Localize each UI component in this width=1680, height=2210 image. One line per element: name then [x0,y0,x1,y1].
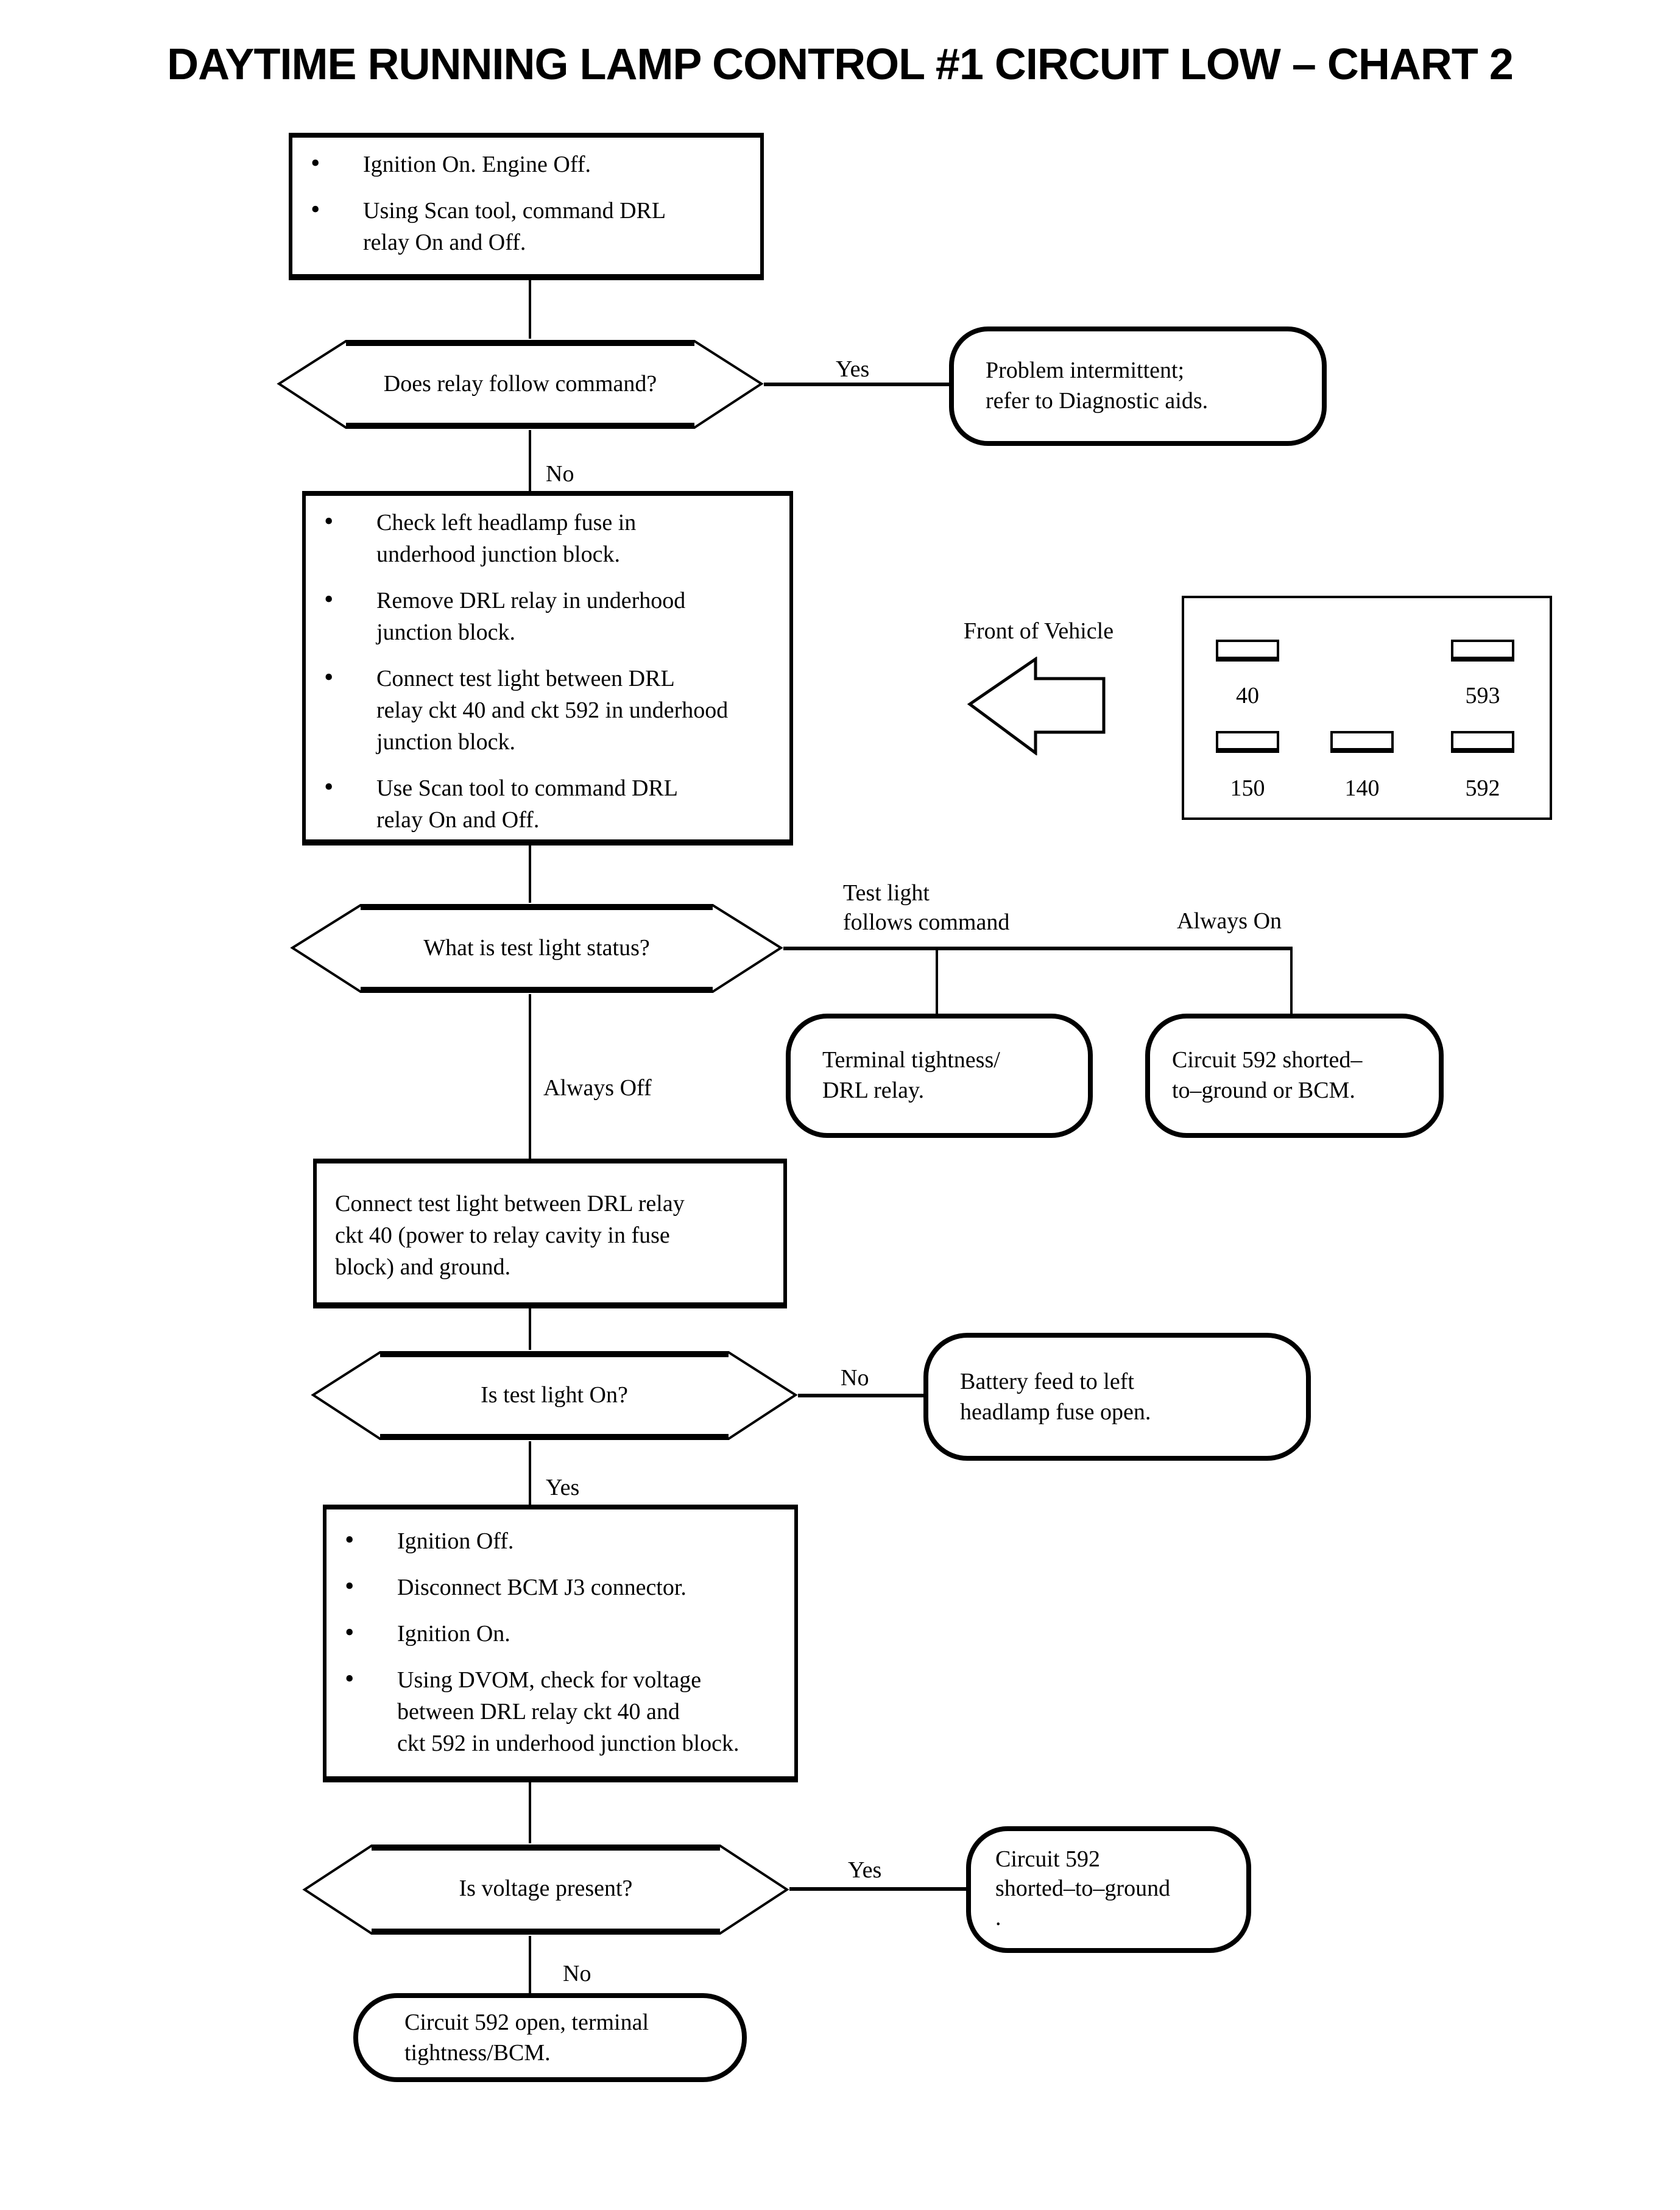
branch-label-yes: Yes [836,357,870,383]
decision-question: Is voltage present? [459,1876,633,1902]
step4-bullet: Using DVOM, check for voltage between DR… [326,1663,785,1760]
step4-bullet: Ignition On. [326,1617,785,1651]
hexagon-shape [302,1845,789,1935]
connector-line [529,280,531,339]
relay-cavity-40 [1216,640,1279,662]
step4-box: Ignition Off. Disconnect BCM J3 connecto… [323,1505,798,1782]
step1-bullet: Using Scan tool, command DRL relay On an… [292,194,750,259]
connector-line [798,1394,923,1397]
hexagon-shape [277,340,764,429]
step1-list: Ignition On. Engine Off. Using Scan tool… [292,138,760,259]
terminal-problem-intermittent: Problem intermittent; refer to Diagnosti… [949,327,1327,446]
terminal-ckt592-open: Circuit 592 open, terminal tightness/BCM… [353,1993,747,2082]
connector-line [789,1887,966,1891]
step2-bullet: Check left headlamp fuse in underhood ju… [306,506,780,571]
step3-box: Connect test light between DRL relay ckt… [313,1159,787,1308]
terminal-text: Battery feed to left headlamp fuse open. [960,1369,1151,1425]
step2-bullet: Remove DRL relay in underhood junction b… [306,584,780,649]
decision-test-light-status: What is test light status? [290,903,783,994]
connector-line [529,994,531,1159]
front-of-vehicle-arrow-icon [967,656,1106,761]
connector-line [936,950,938,1014]
connector-line [783,947,1293,950]
branch-label-no: No [563,1961,591,1987]
connector-line [529,1936,531,1993]
branch-label-always-on: Always On [1177,909,1282,934]
relay-cavity-592 [1451,731,1514,753]
hexagon-shape [290,904,783,993]
relay-cavity-diagram: 40 593 150 140 592 [1182,596,1552,820]
step1-bullet: Ignition On. Engine Off. [292,147,750,182]
step3-text: Connect test light between DRL relay ckt… [335,1191,685,1280]
connector-line [529,1782,531,1843]
terminal-battery-feed-open: Battery feed to left headlamp fuse open. [923,1333,1311,1461]
terminal-ckt592-shorted-to-ground: Circuit 592 shorted–to–ground . [966,1826,1251,1953]
decision-question: Does relay follow command? [383,371,657,397]
relay-cavity-593 [1451,640,1514,662]
step2-list: Check left headlamp fuse in underhood ju… [306,496,789,837]
connector-line [529,1441,531,1505]
decision-question: What is test light status? [423,935,650,961]
connector-line [764,383,951,386]
hexagon-shape [311,1351,798,1440]
terminal-text: Circuit 592 shorted–to–ground . [995,1847,1171,1931]
cavity-label: 150 [1230,776,1265,802]
step4-list: Ignition Off. Disconnect BCM J3 connecto… [326,1509,794,1760]
terminal-terminal-tightness: Terminal tightness/ DRL relay. [786,1014,1093,1138]
connector-line [529,1308,531,1350]
branch-label-always-off: Always Off [543,1076,652,1101]
branch-label-yes: Yes [848,1858,882,1883]
decision-question: Is test light On? [481,1382,628,1408]
branch-label-no: No [841,1366,869,1391]
terminal-text: Terminal tightness/ DRL relay. [822,1048,1000,1104]
page-title: DAYTIME RUNNING LAMP CONTROL #1 CIRCUIT … [167,39,1514,89]
step1-box: Ignition On. Engine Off. Using Scan tool… [289,133,764,280]
terminal-ckt592-short-or-bcm: Circuit 592 shorted– to–ground or BCM. [1145,1014,1444,1138]
branch-label-test-light-follows: Test light follows command [843,881,1010,936]
connector-line [529,846,531,903]
step4-bullet: Ignition Off. [326,1524,785,1558]
step2-bullet: Connect test light between DRL relay ckt… [306,662,780,759]
connector-line [529,430,531,491]
terminal-text: Circuit 592 shorted– to–ground or BCM. [1172,1048,1363,1104]
decision-relay-follow: Does relay follow command? [277,339,764,430]
cavity-label: 592 [1465,776,1500,802]
terminal-text: Problem intermittent; refer to Diagnosti… [986,358,1209,414]
step2-bullet: Use Scan tool to command DRL relay On an… [306,771,780,837]
decision-voltage-present: Is voltage present? [302,1843,789,1936]
step4-bullet: Disconnect BCM J3 connector. [326,1570,785,1605]
step2-box: Check left headlamp fuse in underhood ju… [302,491,793,846]
relay-cavity-150 [1216,731,1279,753]
cavity-label: 593 [1465,683,1500,709]
decision-test-light-on: Is test light On? [311,1350,798,1441]
connector-line [1290,950,1293,1014]
front-of-vehicle-label: Front of Vehicle [963,619,1114,644]
cavity-label: 40 [1236,683,1259,709]
terminal-text: Circuit 592 open, terminal tightness/BCM… [404,2010,649,2066]
cavity-label: 140 [1344,776,1380,802]
branch-label-yes: Yes [546,1475,580,1501]
relay-cavity-140 [1330,731,1394,753]
branch-label-no: No [546,462,574,487]
